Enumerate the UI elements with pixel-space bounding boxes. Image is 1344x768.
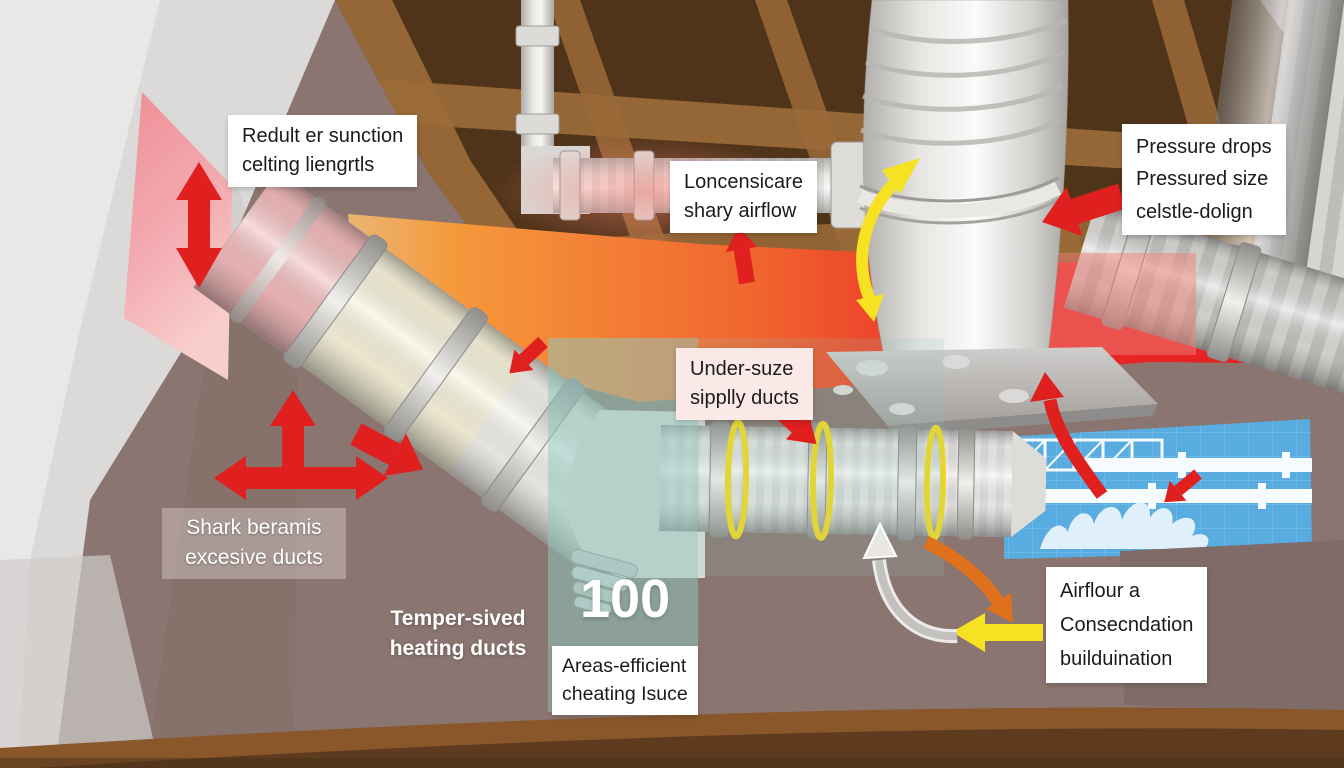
curved-orange-arrow-icon — [923, 536, 1013, 623]
floor — [0, 707, 1344, 768]
bent-red-arrow-icon — [350, 423, 424, 476]
label-line: builduination — [1060, 648, 1173, 670]
label-line: cheating Isuce — [562, 683, 688, 706]
duct-strap-ring — [724, 419, 750, 540]
label-tempered-heating: Temper-sived heating ducts — [372, 600, 544, 669]
label-area-efficiency: Areas-efficient cheating Isuce — [552, 646, 698, 715]
curved-red-arrow-icon — [1030, 372, 1108, 499]
supply-diffuser — [124, 92, 232, 380]
label-line: Temper-sived — [390, 607, 526, 630]
label-line: Pressure drops — [1136, 136, 1272, 158]
label-line: Areas-efficient — [562, 655, 687, 677]
three-way-arrow-icon — [214, 390, 388, 500]
label-line: Consecndation — [1060, 614, 1194, 636]
mounting-plate — [826, 347, 1158, 436]
water-splash — [1040, 502, 1209, 549]
label-pressure-drops: Pressure drops Pressured size celstle-do… — [1122, 124, 1286, 236]
left-wall — [0, 0, 335, 768]
label-line: Redult er sunction — [242, 125, 404, 147]
label-line: sipplly ducts — [690, 387, 799, 409]
left-yellow-arrow-icon — [952, 613, 1043, 652]
horizontal-supply-duct — [659, 419, 1047, 541]
blueprint-red-arrow-icon — [1164, 469, 1202, 503]
pipe-arrow-icon — [862, 521, 958, 644]
curved-yellow-arrow-icon — [856, 158, 920, 322]
label-line: celting liengrtls — [242, 154, 375, 176]
duct-strap-ring — [809, 420, 835, 541]
label-line: excesive ducts — [185, 546, 323, 570]
label-duct-lengths: Redult er sunction celting liengrtls — [228, 115, 418, 187]
label-line: Under-suze — [690, 358, 794, 380]
label-line: shary airflow — [684, 200, 797, 222]
blueprint-panel — [1004, 419, 1312, 559]
up-red-arrow-icon — [725, 227, 758, 285]
label-line: Loncensicare — [684, 171, 803, 193]
duct-strap-ring — [923, 424, 947, 541]
small-red-arrow-icon — [509, 336, 548, 374]
label-line: celstle-dolign — [1136, 200, 1253, 223]
pressure-zone-highlight — [1038, 253, 1196, 355]
label-shared-airflow: Loncensicare shary airflow — [670, 161, 817, 233]
label-line: Pressured size — [1136, 168, 1269, 191]
left-bent-red-arrow-icon — [1042, 183, 1127, 237]
label-sharp-bends: Shark beramis excesive ducts — [162, 508, 346, 579]
label-line: heating ducts — [389, 637, 527, 661]
label-line: Shark beramis — [186, 516, 322, 539]
label-airflow-condensation: Airflour a Consecndation builduination — [1046, 567, 1208, 683]
label-line: Airflour a — [1060, 580, 1141, 602]
label-undersized-supply: Under-suze sipplly ducts — [676, 348, 813, 420]
double-vertical-arrow-icon — [176, 162, 222, 288]
duct-size-value: 100 — [580, 569, 671, 629]
